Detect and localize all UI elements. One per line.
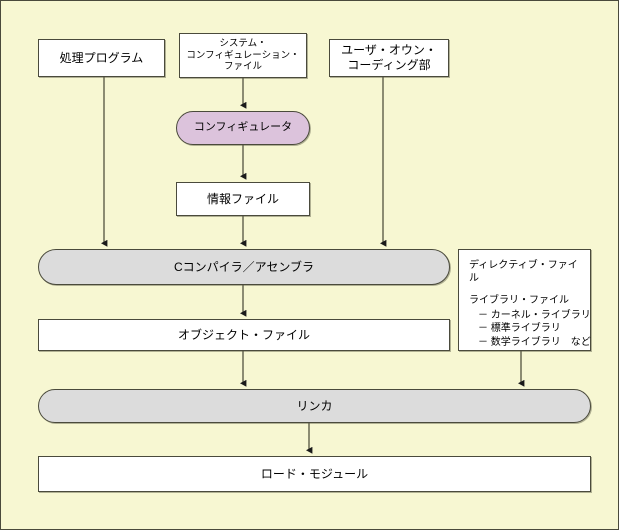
node-system-config-file-label: システム・ コンフィギュレーション・ ファイル (186, 38, 299, 74)
node-info-file-label: 情報ファイル (206, 191, 279, 206)
node-system-config-file-line-1: システム・ (219, 37, 267, 49)
node-object-file: オブジェクト・ファイル (38, 319, 450, 351)
node-load-module-label: ロード・モジュール (260, 466, 369, 481)
node-system-config-file-line-2: コンフィギュレーション・ (186, 49, 300, 61)
node-user-own-coding-line-1: ユーザ・オウン・ (341, 43, 437, 57)
directive-file-library-item: － 数学ライブラリ など (478, 336, 591, 348)
node-info-file: 情報ファイル (176, 182, 310, 216)
node-user-own-coding: ユーザ・オウン・ コーディング部 (329, 39, 449, 77)
node-object-file-label: オブジェクト・ファイル (177, 327, 310, 342)
node-processing-program-label: 処理プログラム (59, 50, 144, 65)
node-c-compiler-label: Cコンパイラ／アセンブラ (173, 259, 315, 274)
node-processing-program: 処理プログラム (38, 39, 165, 77)
node-system-config-file-line-3: ファイル (223, 61, 262, 73)
directive-file-library-list: － カーネル・ライブラリ － 標準ライブラリ － 数学ライブラリ など (469, 309, 591, 350)
node-c-compiler: Cコンパイラ／アセンブラ (38, 249, 450, 285)
directive-file-library-item: － カーネル・ライブラリ (478, 309, 591, 321)
node-configurator-label: コンフィギュレータ (193, 121, 293, 134)
node-system-config-file: システム・ コンフィギュレーション・ ファイル (179, 33, 307, 78)
node-load-module: ロード・モジュール (38, 456, 591, 492)
node-user-own-coding-line-2: コーディング部 (347, 58, 431, 72)
directive-file-subtitle: ライブラリ・ファイル (469, 295, 569, 306)
node-linker-label: リンカ (296, 398, 333, 413)
node-configurator: コンフィギュレータ (176, 111, 310, 145)
directive-file-title: ディレクティブ・ファイル (469, 260, 578, 284)
directive-file-library-item: － 標準ライブラリ (478, 323, 561, 334)
node-linker: リンカ (38, 389, 591, 423)
node-directive-file: ディレクティブ・ファイル ライブラリ・ファイル － カーネル・ライブラリ － 標… (458, 249, 591, 351)
node-user-own-coding-label: ユーザ・オウン・ コーディング部 (341, 43, 437, 73)
